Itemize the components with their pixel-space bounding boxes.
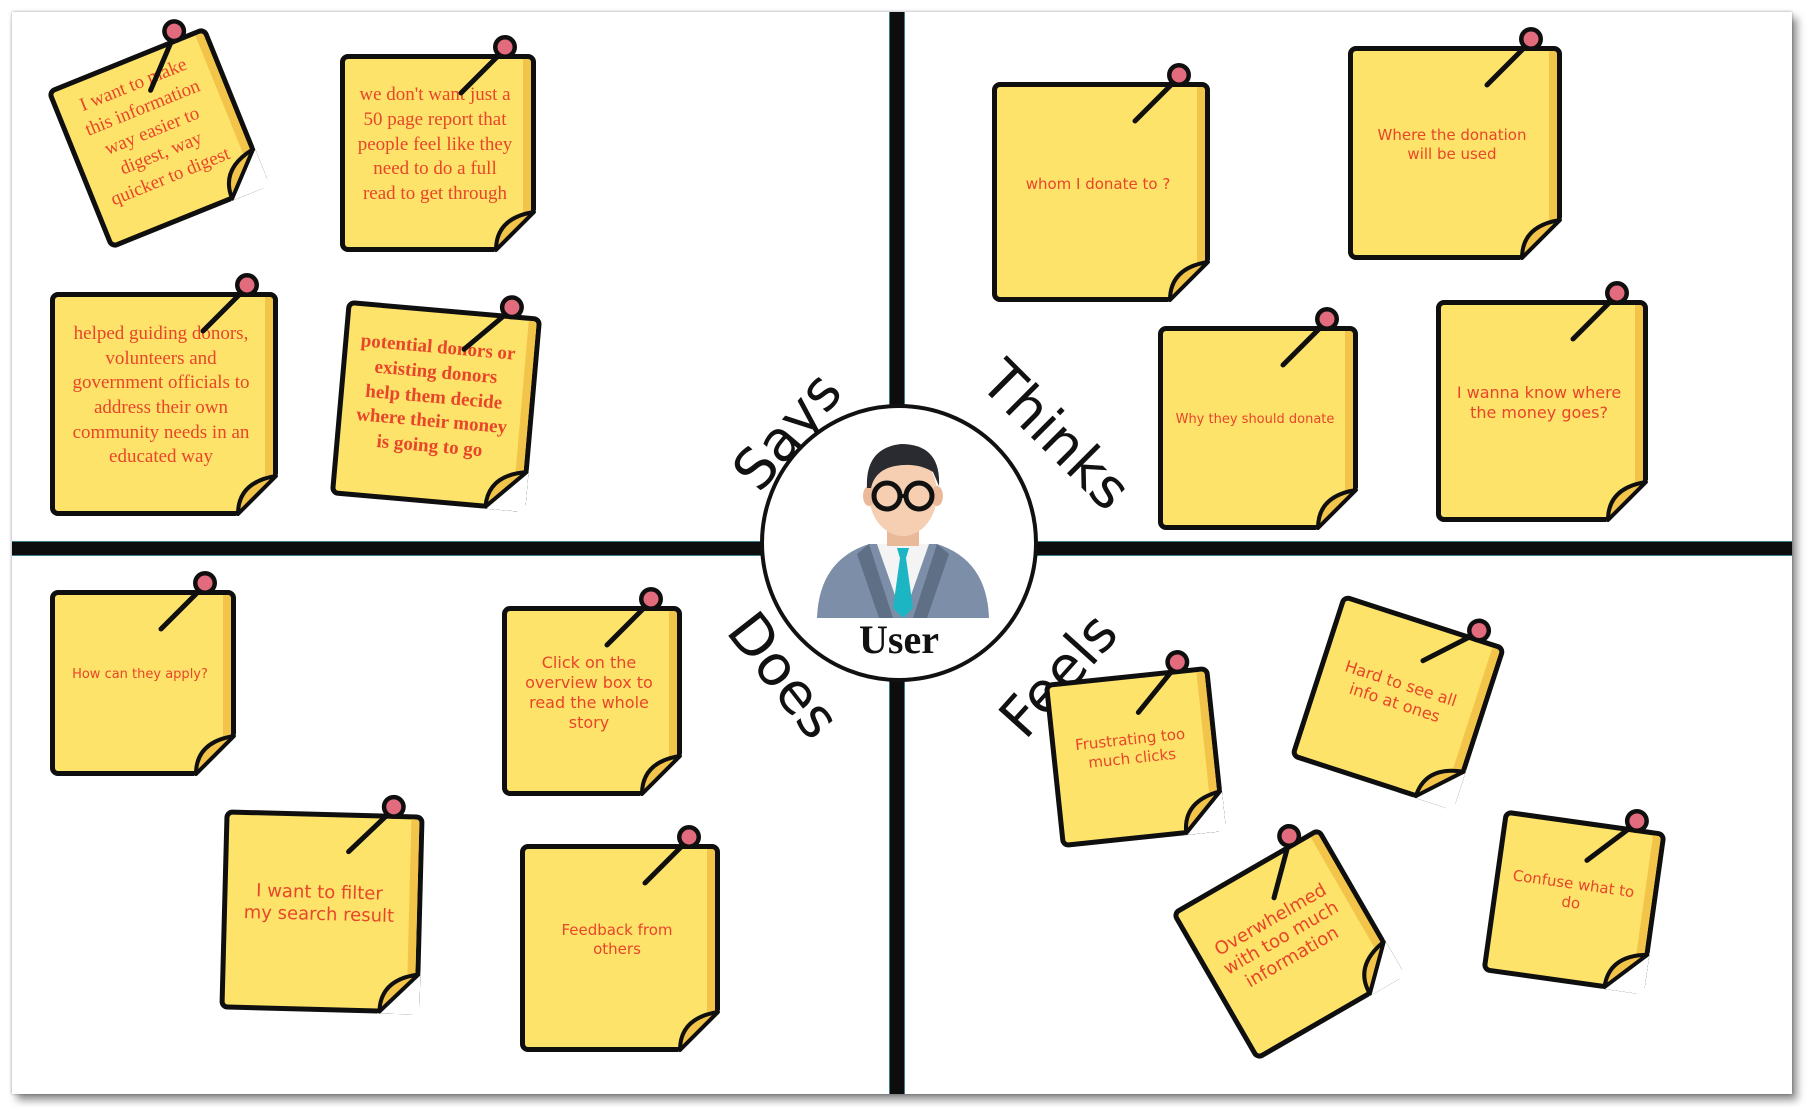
folded-corner-icon <box>1606 480 1648 522</box>
folded-corner-icon <box>236 474 278 516</box>
sticky-note: Hard to see all info at ones <box>1289 593 1507 811</box>
sticky-note: I wanna know where the money goes? <box>1436 281 1648 522</box>
pushpin-icon <box>1584 808 1649 863</box>
pushpin-icon <box>1570 281 1629 342</box>
user-avatar-icon <box>817 444 989 618</box>
sticky-note: Click on the overview box to read the wh… <box>502 587 682 796</box>
pushpin-icon <box>148 19 187 93</box>
note-text: helped guiding donors, volunteers and go… <box>72 322 250 468</box>
sticky-note: whom I donate to ? <box>992 63 1210 302</box>
folded-corner-icon <box>640 754 682 796</box>
user-persona-circle: User <box>760 404 1038 682</box>
note-text: How can they apply? <box>72 666 208 682</box>
folded-corner-icon <box>227 146 270 202</box>
empathy-map-board: Says Thinks Does Feels <box>12 12 1792 1094</box>
folded-corner-icon <box>1168 260 1210 302</box>
folded-corner-icon <box>1413 768 1467 811</box>
folded-corner-icon <box>194 734 236 776</box>
pushpin-icon <box>1271 823 1302 901</box>
note-text: Feedback from others <box>561 921 673 958</box>
pushpin-icon <box>604 587 663 648</box>
sticky-note: Overwhelmed with too much information <box>1170 823 1406 1062</box>
pushpin-icon <box>1135 650 1190 715</box>
pushpin-icon <box>1420 618 1492 664</box>
note-text: Where the donation will be used <box>1377 126 1527 163</box>
sticky-note: Frustrating too much clicks <box>1043 650 1227 849</box>
sticky-note: Feedback from others <box>520 825 720 1052</box>
note-text: we don't want just a 50 page report that… <box>357 84 513 205</box>
user-label: User <box>859 617 939 662</box>
pushpin-icon <box>1484 27 1543 88</box>
folded-corner-icon <box>1362 939 1406 997</box>
folded-corner-icon <box>1183 789 1227 836</box>
folded-corner-icon <box>483 470 529 513</box>
pushpin-icon <box>642 825 701 886</box>
note-text: whom I donate to ? <box>1025 174 1171 193</box>
sticky-note: I want to make this information way easi… <box>46 19 270 250</box>
folded-corner-icon <box>1520 218 1562 260</box>
sticky-note: potential donors or existing donors help… <box>329 295 543 513</box>
sticky-note: we don't want just a 50 page report that… <box>340 35 536 252</box>
note-text: Click on the overview box to read the wh… <box>525 653 653 732</box>
folded-corner-icon <box>1602 952 1650 995</box>
sticky-note: helped guiding donors, volunteers and go… <box>50 273 278 516</box>
pushpin-icon <box>461 295 524 352</box>
note-text: I wanna know where the money goes? <box>1456 383 1622 422</box>
sticky-note: Why they should donate <box>1158 307 1358 530</box>
pushpin-icon <box>158 571 217 632</box>
note-text: Why they should donate <box>1175 411 1335 427</box>
folded-corner-icon <box>1316 488 1358 530</box>
folded-corner-icon <box>678 1010 720 1052</box>
pushpin-icon <box>1132 63 1191 124</box>
folded-corner-icon <box>377 972 421 1015</box>
sticky-note: I want to filter my search result <box>219 794 425 1015</box>
pushpin-icon <box>1280 307 1339 368</box>
pushpin-icon <box>458 35 517 96</box>
folded-corner-icon <box>494 210 536 252</box>
sticky-note: Confuse what to do <box>1481 808 1667 995</box>
sticky-note: How can they apply? <box>50 571 236 776</box>
pushpin-icon <box>200 273 259 334</box>
sticky-note: Where the donation will be used <box>1348 27 1562 260</box>
pushpin-icon <box>346 794 406 855</box>
